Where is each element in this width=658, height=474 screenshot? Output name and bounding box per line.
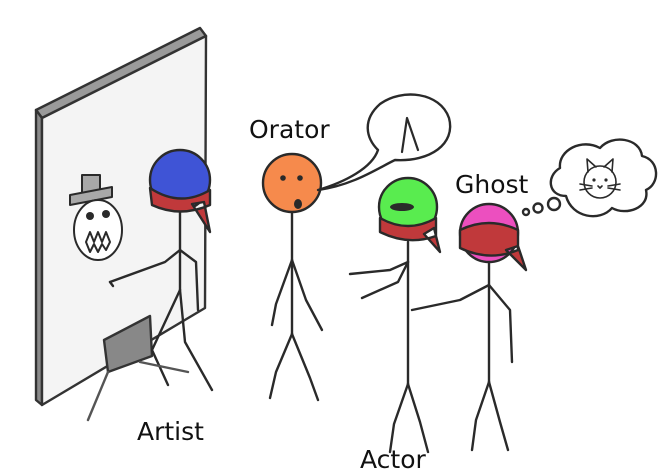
ghost-label: Ghost	[455, 170, 529, 199]
cat-face-icon	[579, 158, 621, 199]
artist-figure	[86, 148, 214, 422]
thought-bubble	[521, 138, 658, 218]
artist-label: Artist	[137, 417, 204, 446]
artist-scarf	[148, 186, 212, 234]
actor-scarf	[378, 216, 442, 254]
skull-with-hat-icon	[69, 174, 123, 261]
canvas-board	[34, 26, 208, 407]
orator-figure	[261, 152, 324, 402]
speech-bubble	[316, 93, 452, 192]
orator-label: Orator	[249, 115, 330, 144]
palette-icon	[102, 314, 154, 374]
ghost-figure	[410, 202, 528, 452]
actor-figure	[348, 176, 442, 454]
orator-head	[261, 152, 323, 214]
actor-label: Actor	[360, 445, 426, 474]
arrowhead-icon	[400, 116, 420, 154]
ghost-scarf	[458, 221, 528, 272]
